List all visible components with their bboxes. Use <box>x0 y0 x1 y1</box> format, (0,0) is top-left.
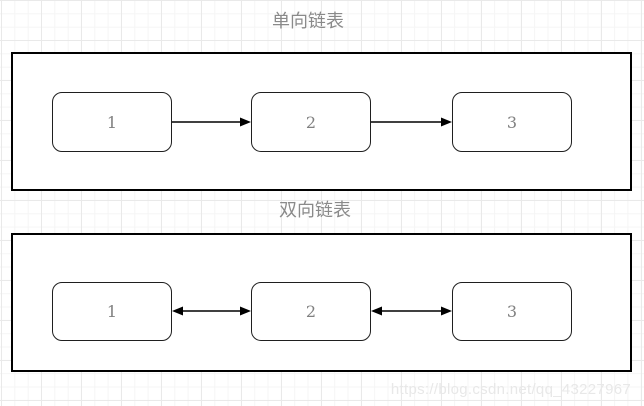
node-label: 2 <box>305 302 317 321</box>
arrow-right-icon <box>172 117 251 127</box>
arrow-double-icon <box>371 306 452 316</box>
node-box-3: 3 <box>452 282 572 341</box>
node-box-3: 3 <box>452 92 572 152</box>
node-label: 3 <box>506 302 518 321</box>
node-label: 2 <box>305 112 317 132</box>
node-box-2: 2 <box>251 92 371 152</box>
singly-linked-list-title: 单向链表 <box>272 11 344 32</box>
node-box-2: 2 <box>251 282 371 341</box>
node-label: 3 <box>506 112 518 132</box>
csdn-blog-watermark: https://blog.csdn.net/qq_43227967 <box>390 381 631 398</box>
arrow-right-icon <box>371 117 452 127</box>
doubly-linked-list-title: 双向链表 <box>279 200 351 221</box>
node-box-1: 1 <box>52 282 172 341</box>
node-label: 1 <box>106 302 118 321</box>
node-box-1: 1 <box>52 92 172 152</box>
arrow-double-icon <box>172 306 251 316</box>
node-label: 1 <box>106 112 118 132</box>
